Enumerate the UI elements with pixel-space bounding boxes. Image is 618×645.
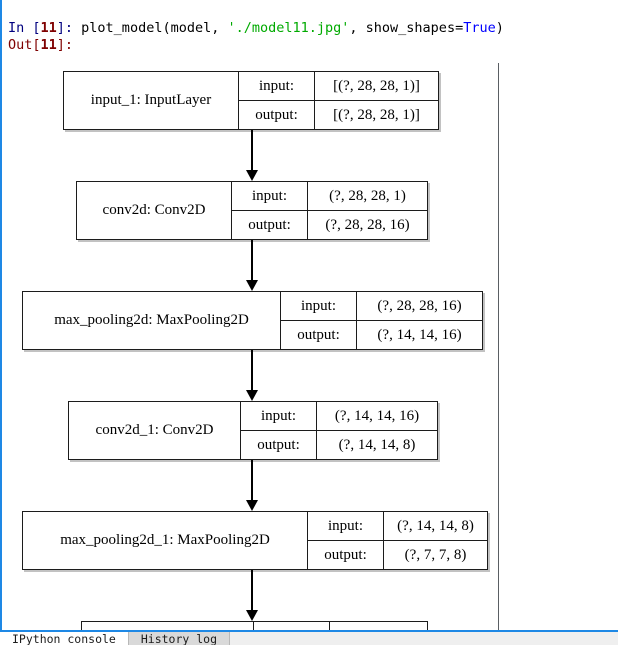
node-label: conv2d: Conv2D [77, 182, 232, 239]
node-io-table: input: (?, 28, 28, 16) output: (?, 14, 1… [281, 292, 482, 349]
node-io-table [254, 622, 427, 630]
code-text-plain-1: plot_model(model, [81, 20, 228, 36]
in-prompt-close: ]: [56, 20, 82, 36]
node-io-table: input: [(?, 28, 28, 1)] output: [(?, 28,… [239, 72, 438, 129]
node-output-row: output: [(?, 28, 28, 1)] [239, 101, 438, 129]
node-input-row: input: (?, 28, 28, 16) [281, 292, 482, 321]
node-input-value: (?, 28, 28, 16) [377, 297, 462, 314]
node-label: conv2d_1: Conv2D [69, 402, 241, 459]
graph-edge-arrowhead [245, 390, 258, 401]
graph-node-partial-next[interactable] [81, 621, 428, 630]
node-input-row: input: (?, 14, 14, 16) [241, 402, 437, 431]
out-prompt-close: ]: [56, 37, 74, 53]
node-output-row: output: (?, 14, 14, 8) [241, 431, 437, 459]
graph-edge-arrowhead [245, 170, 258, 181]
tab-label: IPython console [12, 632, 116, 645]
graph-edge-line [251, 130, 253, 171]
node-output-key: output: [239, 101, 315, 129]
node-input-key: input: [241, 402, 317, 430]
bottom-tab-bar[interactable]: IPython console History log [0, 630, 618, 645]
graph-edge-line [251, 460, 253, 501]
node-output-value: (?, 14, 14, 8) [338, 436, 416, 453]
node-output-row: output: (?, 7, 7, 8) [308, 541, 487, 569]
node-output-key: output: [232, 211, 308, 239]
node-input-value: (?, 14, 14, 16) [334, 407, 420, 424]
node-input-key: input: [281, 292, 357, 320]
node-output-key: output: [281, 321, 357, 349]
graph-node-conv2d[interactable]: conv2d: Conv2D input: (?, 28, 28, 1) out… [76, 181, 428, 240]
out-prompt-label: Out[ [8, 37, 41, 53]
node-input-value: (?, 28, 28, 1) [329, 187, 406, 204]
graph-node-conv2d_1[interactable]: conv2d_1: Conv2D input: (?, 14, 14, 16) … [68, 401, 438, 460]
ipython-console-panel[interactable]: In [11]: plot_model(model, './model11.jp… [0, 0, 618, 630]
code-text-plain-2: , show_shapes= [349, 20, 464, 36]
code-text-keyword: True [463, 20, 496, 36]
graph-node-max_pooling2d_1[interactable]: max_pooling2d_1: MaxPooling2D input: (?,… [22, 511, 488, 570]
graph-edge-line [251, 240, 253, 281]
graph-edge-line [251, 570, 253, 611]
graph-edge-arrowhead [245, 610, 258, 621]
node-label: max_pooling2d_1: MaxPooling2D [23, 512, 308, 569]
graph-edge-arrowhead [245, 500, 258, 511]
graph-node-max_pooling2d[interactable]: max_pooling2d: MaxPooling2D input: (?, 2… [22, 291, 483, 350]
node-input-row: input: (?, 14, 14, 8) [308, 512, 487, 541]
in-prompt-number: 11 [40, 20, 57, 36]
node-output-value: (?, 14, 14, 16) [377, 326, 462, 343]
node-output-value: (?, 28, 28, 16) [325, 216, 410, 233]
code-text-plain-3: ) [495, 20, 504, 36]
graph-node-input_1[interactable]: input_1: InputLayer input: [(?, 28, 28, … [63, 71, 439, 130]
node-input-row [254, 622, 427, 630]
node-input-row: input: (?, 28, 28, 1) [232, 182, 427, 211]
node-output-row: output: (?, 28, 28, 16) [232, 211, 427, 239]
node-input-value: [(?, 28, 28, 1)] [333, 77, 420, 94]
node-label [82, 622, 254, 630]
tab-label: History log [140, 632, 218, 645]
graph-edge-line [251, 350, 253, 391]
node-output-row: output: (?, 14, 14, 16) [281, 321, 482, 349]
console-prompt-block: In [11]: plot_model(model, './model11.jp… [8, 3, 504, 71]
tab-history-log[interactable]: History log [128, 632, 231, 645]
node-input-key: input: [239, 72, 315, 100]
node-io-table: input: (?, 14, 14, 8) output: (?, 7, 7, … [308, 512, 487, 569]
node-input-key: input: [232, 182, 308, 210]
model-architecture-diagram: input_1: InputLayer input: [(?, 28, 28, … [2, 40, 498, 630]
node-output-key: output: [241, 431, 317, 459]
graph-edge-arrowhead [245, 280, 258, 291]
code-text-string: './model11.jpg' [227, 20, 350, 36]
in-prompt-label: In [ [8, 20, 41, 36]
node-output-value: [(?, 28, 28, 1)] [333, 106, 420, 123]
tab-ipython-console[interactable]: IPython console [0, 632, 129, 645]
node-input-value [330, 622, 427, 630]
node-label: input_1: InputLayer [64, 72, 239, 129]
node-label: max_pooling2d: MaxPooling2D [23, 292, 281, 349]
node-output-key: output: [308, 541, 384, 569]
node-io-table: input: (?, 28, 28, 1) output: (?, 28, 28… [232, 182, 427, 239]
output-area-vertical-rule [498, 63, 499, 630]
node-input-key: input: [308, 512, 384, 540]
node-output-value: (?, 7, 7, 8) [404, 546, 467, 563]
node-input-value: (?, 14, 14, 8) [397, 517, 474, 534]
node-io-table: input: (?, 14, 14, 16) output: (?, 14, 1… [241, 402, 437, 459]
out-prompt-number: 11 [40, 37, 57, 53]
node-input-row: input: [(?, 28, 28, 1)] [239, 72, 438, 101]
node-input-key [254, 622, 330, 630]
